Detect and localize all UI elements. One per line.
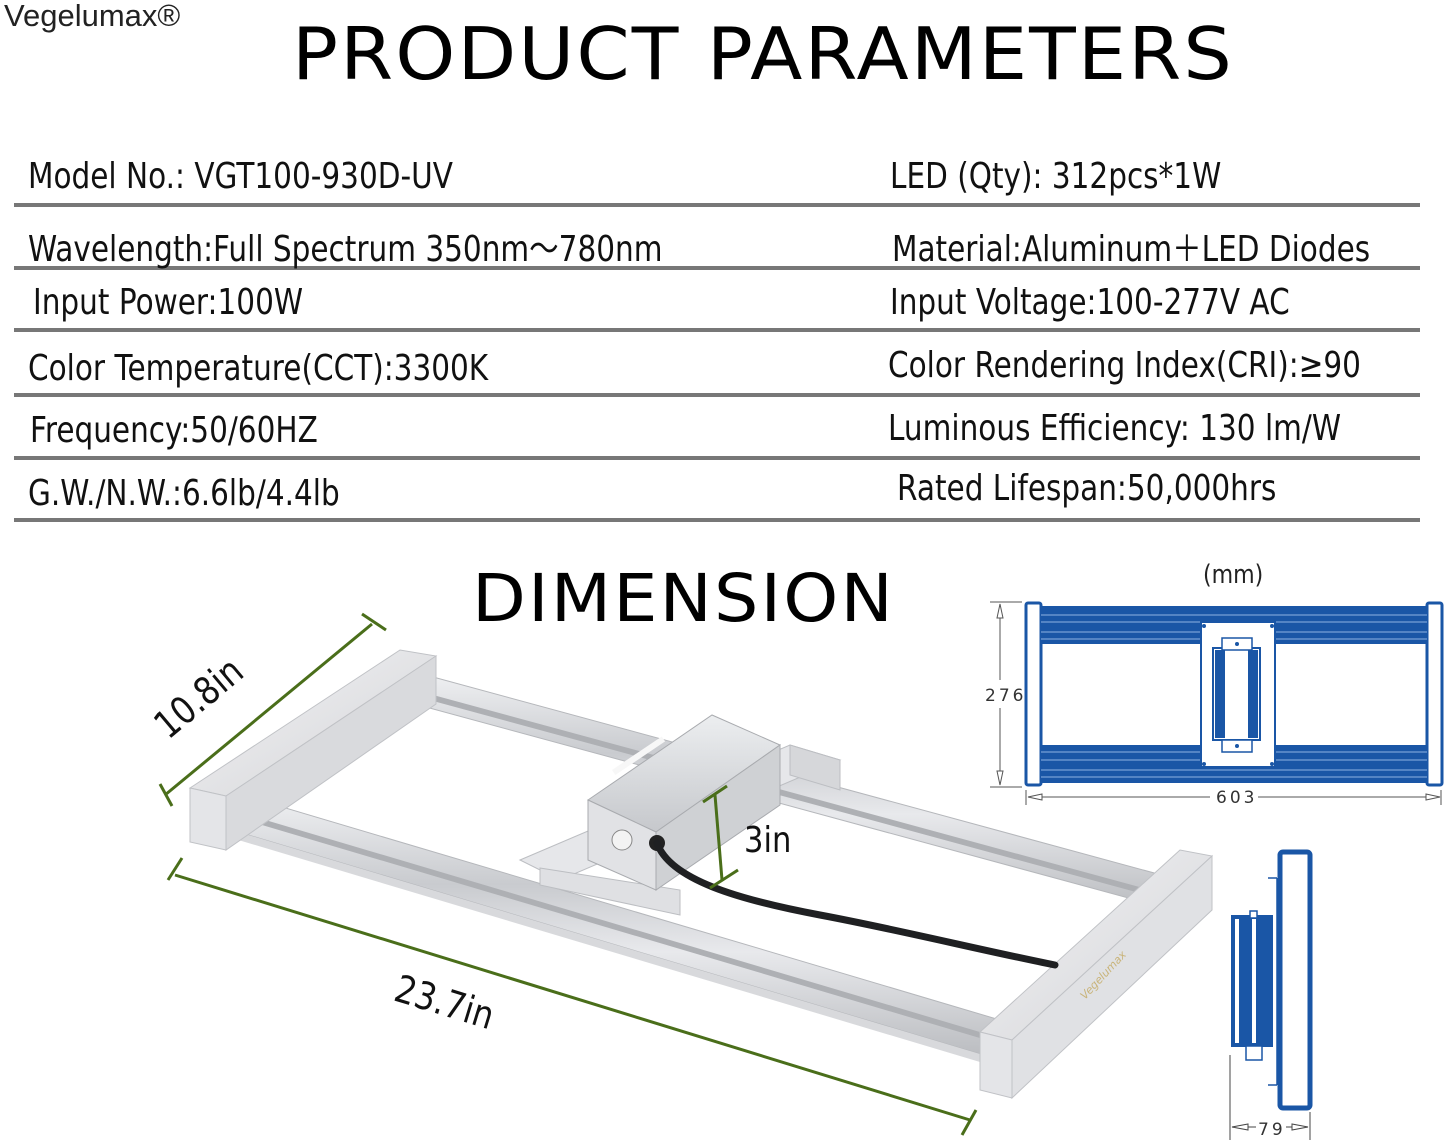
dimmer-knob-icon xyxy=(611,829,633,851)
param-led-qty: LED (Qty): 312pcs*1W xyxy=(890,156,1222,197)
right-end-cap: Vegelumax xyxy=(978,849,1214,1100)
cad-top-view: 276 603 xyxy=(985,601,1444,808)
param-model-number: Model No.: VGT100-930D-UV xyxy=(28,156,453,197)
param-color-temperature: Color Temperature(CCT):3300K xyxy=(28,348,489,389)
param-material: Material:Aluminum＋LED Diodes xyxy=(892,229,1371,270)
row-divider xyxy=(14,393,1420,397)
cad-depth-value: 79 xyxy=(1258,1120,1286,1140)
row-divider xyxy=(14,266,1420,270)
back-rail xyxy=(399,667,1181,913)
height-label: 3in xyxy=(744,819,791,861)
front-rail xyxy=(224,789,1001,1068)
unit-label: (mm) xyxy=(1203,560,1264,590)
brand-logo: Vegelumax® xyxy=(4,0,181,33)
param-luminous-efficiency: Luminous Efficiency: 130 lm/W xyxy=(888,408,1342,449)
param-weight: G.W./N.W.:6.6lb/4.4lb xyxy=(28,473,340,514)
param-wavelength: Wavelength:Full Spectrum 350nm～780nm xyxy=(28,229,663,270)
cad-height-value: 276 xyxy=(985,686,1026,706)
left-end-cap xyxy=(188,649,438,851)
dimension-title: DIMENSION xyxy=(472,560,895,637)
param-input-power: Input Power:100W xyxy=(33,282,304,323)
row-divider xyxy=(14,518,1420,522)
cad-side-view: 79 xyxy=(1229,849,1313,1140)
width-label: 10.8in xyxy=(146,649,252,748)
dimension-lines xyxy=(158,612,978,1136)
param-frequency: Frequency:50/60HZ xyxy=(30,410,318,451)
row-divider xyxy=(14,328,1420,332)
length-label: 23.7in xyxy=(389,967,499,1039)
param-cri: Color Rendering Index(CRI):≥90 xyxy=(888,345,1361,386)
param-input-voltage: Input Voltage:100-277V AC xyxy=(890,282,1290,323)
power-cable xyxy=(653,839,1059,969)
row-divider xyxy=(14,203,1420,207)
row-divider xyxy=(14,456,1420,460)
page-title: PRODUCT PARAMETERS xyxy=(292,12,1234,96)
cad-length-value: 603 xyxy=(1216,788,1257,808)
param-rated-lifespan: Rated Lifespan:50,000hrs xyxy=(897,468,1277,509)
